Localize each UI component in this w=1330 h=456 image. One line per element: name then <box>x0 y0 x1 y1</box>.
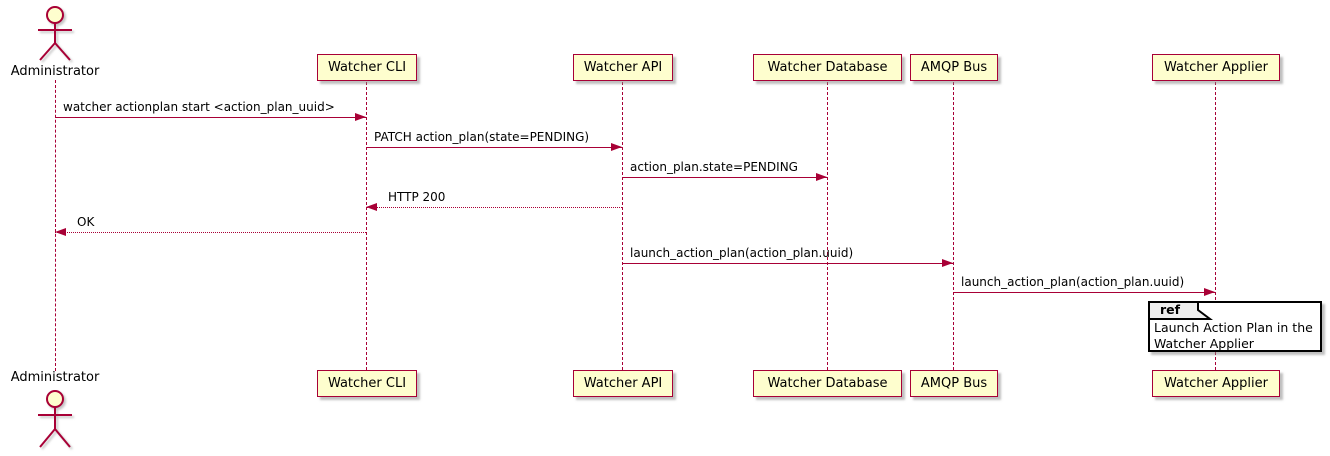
message-text: watcher actionplan start <action_plan_uu… <box>63 100 335 114</box>
message-text: launch_action_plan(action_plan.uuid) <box>630 246 854 260</box>
ref-fragment: ref Launch Action Plan in the Watcher Ap… <box>1148 301 1322 352</box>
message-launch-action-plan-amqp: launch_action_plan(action_plan.uuid) <box>622 246 953 267</box>
participant-top-amqp-bus: AMQP Bus <box>910 54 998 81</box>
message-http-200: HTTP 200 <box>366 190 622 211</box>
actor-label-bottom: Administrator <box>10 370 100 385</box>
lifeline-amqp-bus <box>953 82 954 370</box>
message-text: action_plan.state=PENDING <box>630 160 798 174</box>
message-patch-action-plan: PATCH action_plan(state=PENDING) <box>366 130 622 151</box>
participant-top-watcher-applier: Watcher Applier <box>1152 54 1280 81</box>
message-ok: OK <box>55 215 366 236</box>
participant-label: AMQP Bus <box>920 60 988 75</box>
participant-bottom-watcher-applier: Watcher Applier <box>1152 370 1280 397</box>
message-line <box>622 258 953 267</box>
arrowhead-left-icon <box>55 227 66 236</box>
message-text: launch_action_plan(action_plan.uuid) <box>961 275 1185 289</box>
participant-label: Watcher Applier <box>1164 376 1268 391</box>
participant-top-watcher-api: Watcher API <box>573 54 673 81</box>
participant-label: Watcher CLI <box>327 60 407 75</box>
participant-label: Watcher Database <box>767 376 888 391</box>
participant-label: Watcher API <box>583 376 663 391</box>
message-text: PATCH action_plan(state=PENDING) <box>374 130 590 144</box>
message-launch-action-plan-applier: launch_action_plan(action_plan.uuid) <box>953 275 1215 296</box>
message-line <box>366 142 622 151</box>
participant-label: Watcher Applier <box>1164 60 1268 75</box>
participant-top-watcher-cli: Watcher CLI <box>317 54 417 81</box>
lifeline-watcher-cli <box>366 82 367 370</box>
participant-label: Watcher Database <box>767 60 888 75</box>
lifeline-watcher-applier <box>1215 82 1216 370</box>
arrowhead-right-icon <box>816 172 827 181</box>
participant-bottom-amqp-bus: AMQP Bus <box>910 370 998 397</box>
participant-bottom-watcher-cli: Watcher CLI <box>317 370 417 397</box>
message-start-actionplan: watcher actionplan start <action_plan_uu… <box>55 100 366 121</box>
message-line <box>55 227 366 236</box>
participant-bottom-watcher-api: Watcher API <box>573 370 673 397</box>
arrowhead-right-icon <box>611 142 622 151</box>
arrowhead-right-icon <box>355 112 366 121</box>
ref-text: Launch Action Plan in the Watcher Applie… <box>1154 320 1313 351</box>
lifeline-watcher-api <box>622 82 623 370</box>
participant-top-watcher-database: Watcher Database <box>753 54 902 81</box>
arrowhead-left-icon <box>366 202 377 211</box>
ref-tab: ref <box>1148 301 1218 321</box>
message-text: OK <box>77 215 95 229</box>
message-line <box>366 202 622 211</box>
ref-tab-shape-icon <box>1148 301 1213 320</box>
participant-bottom-watcher-database: Watcher Database <box>753 370 902 397</box>
actor-icon-bottom <box>38 390 72 448</box>
arrowhead-right-icon <box>1204 287 1215 296</box>
message-text: HTTP 200 <box>388 190 446 204</box>
arrowhead-right-icon <box>942 258 953 267</box>
participant-label: AMQP Bus <box>920 376 988 391</box>
participant-label: Watcher CLI <box>327 376 407 391</box>
ref-keyword: ref <box>1160 302 1181 317</box>
lifeline-watcher-database <box>827 82 828 370</box>
participant-label: Watcher API <box>583 60 663 75</box>
actor-icon-top <box>38 6 72 61</box>
message-state-pending: action_plan.state=PENDING <box>622 160 827 181</box>
lifeline-administrator <box>55 80 56 371</box>
message-line <box>55 112 366 121</box>
message-line <box>953 287 1215 296</box>
actor-label-top: Administrator <box>10 64 100 79</box>
message-line <box>622 172 827 181</box>
